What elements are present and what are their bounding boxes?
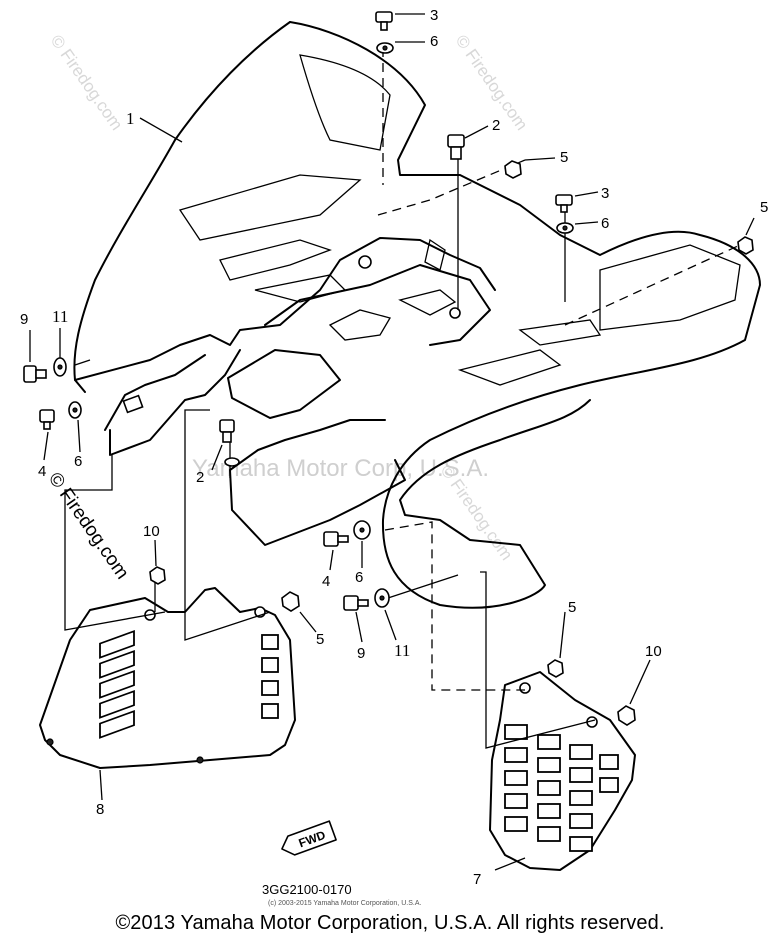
footer-copyright: ©2013 Yamaha Motor Corporation, U.S.A. A… (115, 912, 665, 934)
watermark-firedog-1: © Firedog.com (47, 31, 127, 133)
callout-2a: 2 (492, 117, 500, 134)
fwd-arrow: FWD (281, 820, 337, 856)
callout-leaders (29, 13, 755, 871)
callout-5c: 5 (316, 631, 324, 648)
callouts: 1 2 2 3 3 4 4 5 5 5 5 6 6 6 6 7 8 9 9 10… (20, 7, 768, 888)
callout-9b: 9 (357, 645, 365, 662)
small-copyright: (c) 2003-2015 Yamaha Motor Corporation, … (268, 900, 421, 907)
callout-5a: 5 (560, 149, 568, 166)
parts-diagram: © Firedog.com © Firedog.com © Firedog.co… (20, 7, 768, 907)
callout-10b: 10 (645, 643, 662, 660)
callout-1: 1 (126, 109, 135, 128)
rear-fender (73, 21, 761, 609)
callout-3a: 3 (430, 7, 438, 24)
right-flap (489, 671, 636, 871)
callout-5b: 5 (760, 199, 768, 216)
leader-lines (64, 48, 741, 749)
callout-3b: 3 (601, 185, 609, 202)
callout-11a: 11 (52, 307, 68, 326)
callout-9a: 9 (20, 311, 28, 328)
callout-6c: 6 (74, 453, 82, 470)
callout-2b: 2 (196, 469, 204, 486)
callout-6a: 6 (430, 33, 438, 50)
watermark-firedog-4: © Firedog.com (44, 469, 133, 583)
callout-7: 7 (473, 871, 481, 888)
hardware (23, 11, 754, 726)
left-flap (39, 587, 296, 769)
callout-6d: 6 (355, 569, 363, 586)
callout-5d: 5 (568, 599, 576, 616)
callout-11b: 11 (394, 641, 410, 660)
right-flap-vents (504, 724, 619, 852)
callout-10a: 10 (143, 523, 160, 540)
left-flap-vents (99, 630, 279, 739)
callout-4a: 4 (38, 463, 46, 480)
callout-6b: 6 (601, 215, 609, 232)
callout-4b: 4 (322, 573, 330, 590)
callout-8: 8 (96, 801, 104, 818)
watermark-yamaha: Yamaha Motor Corp, U.S.A. (192, 455, 489, 482)
part-code: 3GG2100-0170 (262, 882, 352, 897)
